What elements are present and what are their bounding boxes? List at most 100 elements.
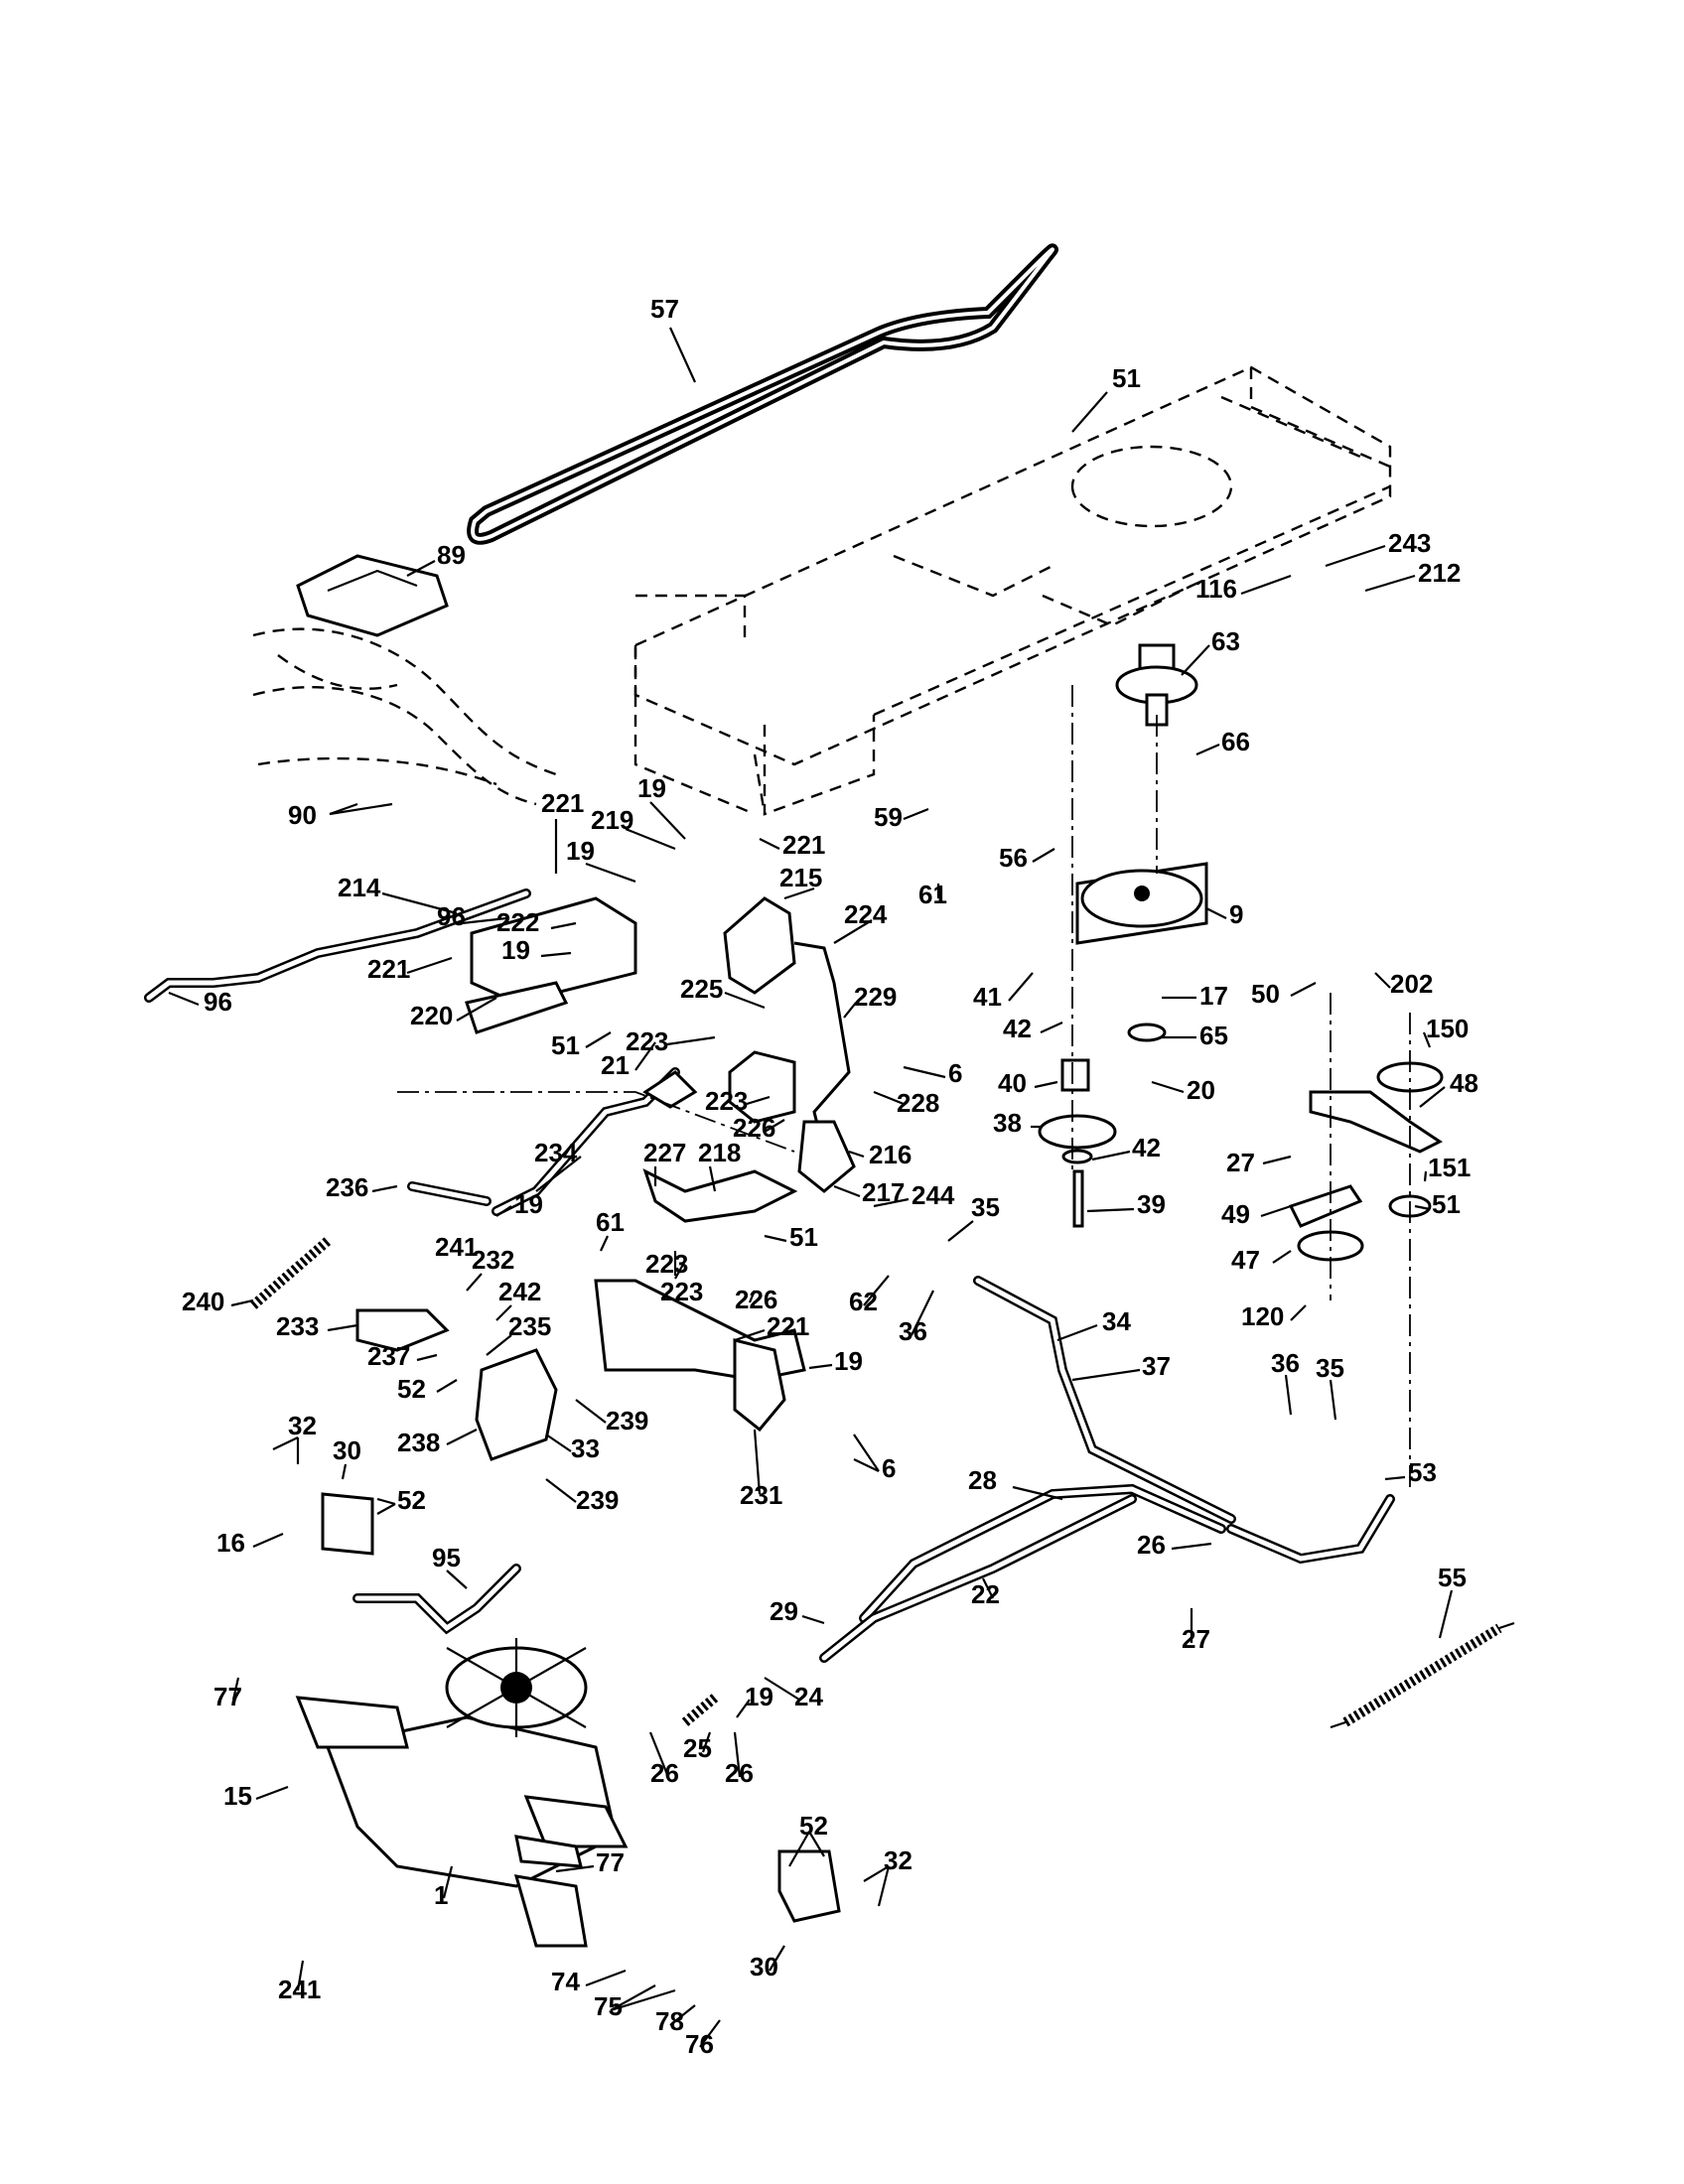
label-65: 65 [1199, 1021, 1228, 1050]
label-33: 33 [571, 1433, 600, 1463]
label-222: 222 [496, 907, 539, 937]
label-216: 216 [869, 1140, 912, 1169]
label-51: 51 [789, 1222, 818, 1252]
label-19: 19 [637, 773, 666, 803]
label-26: 26 [1137, 1530, 1166, 1560]
label-238: 238 [397, 1428, 440, 1457]
label-89: 89 [437, 540, 466, 570]
label-223: 223 [705, 1086, 748, 1116]
label-242: 242 [498, 1277, 541, 1306]
label-221: 221 [367, 954, 410, 984]
idler-bracket [1288, 993, 1444, 1489]
label-229: 229 [854, 982, 897, 1012]
label-221: 221 [782, 830, 825, 860]
label-77: 77 [213, 1682, 242, 1711]
label-233: 233 [276, 1311, 319, 1341]
transaxle [295, 1638, 629, 1948]
label-215: 215 [779, 863, 822, 892]
label-20: 20 [1187, 1075, 1215, 1105]
label-56: 56 [999, 843, 1028, 873]
label-30: 30 [333, 1435, 361, 1465]
label-231: 231 [740, 1480, 782, 1510]
label-39: 39 [1137, 1189, 1166, 1219]
label-19: 19 [834, 1346, 863, 1376]
label-36: 36 [1271, 1348, 1300, 1378]
label-95: 95 [432, 1543, 461, 1572]
label-220: 220 [410, 1001, 453, 1030]
fender-outline [252, 627, 557, 806]
label-150: 150 [1426, 1014, 1469, 1043]
label-90: 90 [288, 800, 317, 830]
label-241: 241 [435, 1232, 478, 1262]
label-6: 6 [882, 1453, 896, 1483]
control-rods [144, 888, 1395, 1663]
leader-lines [168, 327, 1454, 2048]
label-61: 61 [918, 880, 947, 909]
label-29: 29 [770, 1596, 798, 1626]
label-9: 9 [1229, 899, 1243, 929]
label-27: 27 [1226, 1148, 1255, 1177]
label-53: 53 [1408, 1457, 1437, 1487]
label-50: 50 [1251, 979, 1280, 1009]
label-62: 62 [849, 1287, 878, 1316]
label-30: 30 [750, 1952, 778, 1981]
label-223: 223 [645, 1249, 688, 1279]
drive-belt [467, 243, 1058, 545]
label-42: 42 [1003, 1014, 1032, 1043]
label-26: 26 [650, 1758, 679, 1788]
label-35: 35 [971, 1192, 1000, 1222]
label-19: 19 [566, 836, 595, 866]
label-48: 48 [1450, 1068, 1478, 1098]
label-61: 61 [596, 1207, 625, 1237]
label-239: 239 [576, 1485, 619, 1515]
label-74: 74 [551, 1967, 580, 1996]
label-57: 57 [650, 294, 679, 324]
label-227: 227 [643, 1138, 686, 1167]
label-235: 235 [508, 1311, 551, 1341]
label-1: 1 [434, 1880, 448, 1910]
label-236: 236 [326, 1172, 368, 1202]
label-223: 223 [660, 1277, 703, 1306]
label-232: 232 [472, 1245, 514, 1275]
label-221: 221 [541, 788, 584, 818]
label-244: 244 [912, 1180, 955, 1210]
label-226: 226 [733, 1113, 775, 1143]
label-225: 225 [680, 974, 723, 1004]
seat-pan [296, 554, 449, 637]
label-234: 234 [534, 1138, 578, 1167]
label-47: 47 [1231, 1245, 1260, 1275]
label-221: 221 [767, 1311, 809, 1341]
label-37: 37 [1142, 1351, 1171, 1381]
label-6: 6 [948, 1058, 962, 1088]
label-17: 17 [1199, 981, 1228, 1011]
label-223: 223 [626, 1026, 668, 1056]
label-151: 151 [1428, 1153, 1471, 1182]
label-51: 51 [1432, 1189, 1461, 1219]
label-240: 240 [182, 1287, 224, 1316]
label-19: 19 [514, 1189, 543, 1219]
label-120: 120 [1241, 1301, 1284, 1331]
label-63: 63 [1211, 626, 1240, 656]
label-52: 52 [397, 1485, 426, 1515]
label-38: 38 [993, 1108, 1022, 1138]
label-218: 218 [698, 1138, 741, 1167]
label-116: 116 [1195, 574, 1237, 604]
frame-outline [633, 365, 1392, 816]
label-217: 217 [862, 1177, 905, 1207]
label-28: 28 [968, 1465, 997, 1495]
springs [249, 1237, 1515, 1729]
label-77: 77 [596, 1847, 625, 1877]
label-78: 78 [655, 2006, 684, 2036]
label-51: 51 [551, 1030, 580, 1060]
label-212: 212 [1418, 558, 1461, 588]
label-49: 49 [1221, 1199, 1250, 1229]
label-239: 239 [606, 1406, 648, 1435]
pulley-stack [1038, 643, 1208, 1228]
label-52: 52 [397, 1374, 426, 1404]
label-16: 16 [216, 1528, 245, 1558]
label-51: 51 [1112, 363, 1141, 393]
label-202: 202 [1390, 969, 1433, 999]
label-243: 243 [1388, 528, 1431, 558]
label-34: 34 [1102, 1306, 1131, 1336]
label-226: 226 [735, 1285, 777, 1314]
